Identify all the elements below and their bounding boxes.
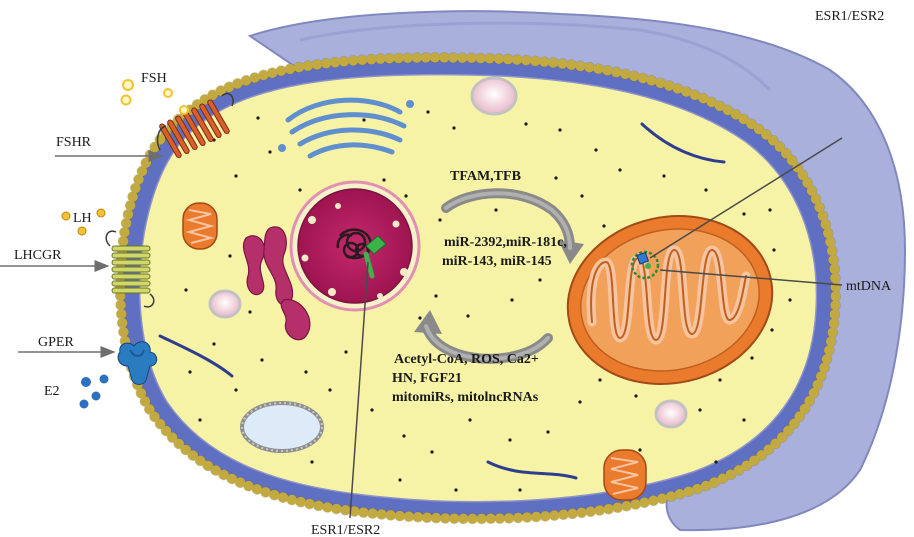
mitochondrion-small-left	[183, 203, 217, 249]
granule-dot	[524, 122, 527, 125]
granule-dot	[742, 212, 745, 215]
granule-dot	[468, 418, 471, 421]
mitochondrion-small-right	[604, 450, 646, 500]
granule-dot	[198, 418, 201, 421]
granule-dot	[452, 126, 455, 129]
granule-dot	[788, 298, 791, 301]
granule-dot	[662, 174, 665, 177]
granule-dot	[508, 438, 511, 441]
label-tfam-tfb: TFAM,TFB	[450, 169, 521, 184]
label-lhcgr: LHCGR	[14, 248, 62, 263]
granule-dot	[714, 460, 717, 463]
granule-dot	[594, 148, 597, 151]
granule-dot	[328, 388, 331, 391]
granule-dot	[234, 388, 237, 391]
granule-dot	[228, 254, 231, 257]
granule-dot	[598, 378, 601, 381]
granule-dot	[402, 434, 405, 437]
granule-dot	[304, 370, 307, 373]
label-fshr: FSHR	[56, 135, 92, 150]
granule-dot	[718, 378, 721, 381]
granule-dot	[558, 128, 561, 131]
label-esr-bottom: ESR1/ESR2	[311, 523, 380, 537]
vesicle-right	[656, 401, 686, 427]
granule-dot	[248, 310, 251, 313]
granule-dot	[438, 218, 441, 221]
granule-dot	[430, 450, 433, 453]
granule-dot	[298, 188, 301, 191]
label-mir-143-145: miR-143, miR-145	[442, 254, 552, 269]
granule-dot	[434, 294, 437, 297]
vacuole-bottom	[242, 403, 322, 451]
granule-dot	[510, 298, 513, 301]
granule-dot	[454, 488, 457, 491]
granule-dot	[398, 478, 401, 481]
granule-dot	[260, 358, 263, 361]
granule-dot	[554, 176, 557, 179]
granule-dot	[362, 118, 365, 121]
granule-dot	[494, 208, 497, 211]
granule-dot	[750, 356, 753, 359]
granule-dot	[370, 408, 373, 411]
label-mtdna: mtDNA	[846, 279, 892, 294]
granule-dot	[546, 430, 549, 433]
granule-dot	[618, 168, 621, 171]
label-esr-top: ESR1/ESR2	[815, 9, 884, 24]
granule-dot	[404, 194, 407, 197]
granule-dot	[466, 314, 469, 317]
label-hn-fgf21: HN, FGF21	[392, 371, 462, 386]
granule-dot	[742, 418, 745, 421]
granule-dot	[578, 400, 581, 403]
granule-dot	[426, 110, 429, 113]
vesicle-left	[210, 291, 240, 317]
label-lh: LH	[73, 211, 92, 226]
granule-dot	[184, 288, 187, 291]
e2-molecules	[80, 375, 109, 409]
granule-dot	[518, 488, 521, 491]
granule-dot	[268, 150, 271, 153]
granule-dot	[344, 350, 347, 353]
nucleus	[291, 182, 419, 310]
granule-dot	[704, 188, 707, 191]
granule-dot	[602, 224, 605, 227]
granule-dot	[538, 278, 541, 281]
granule-dot	[638, 448, 641, 451]
label-mir-2392-181c: miR-2392,miR-181c,	[444, 235, 567, 250]
granule-dot	[770, 328, 773, 331]
granule-dot	[772, 248, 775, 251]
granule-dot	[382, 178, 385, 181]
granule-dot	[188, 370, 191, 373]
granule-dot	[634, 394, 637, 397]
granule-dot	[234, 174, 237, 177]
granule-dot	[580, 194, 583, 197]
granule-dot	[418, 316, 421, 319]
granule-dot	[698, 408, 701, 411]
label-gper: GPER	[38, 335, 74, 350]
granule-dot	[212, 342, 215, 345]
granule-dot	[768, 208, 771, 211]
granule-dot	[310, 460, 313, 463]
granule-dot	[256, 116, 259, 119]
label-mitomirs: mitomiRs, mitolncRNAs	[392, 390, 539, 405]
label-e2: E2	[44, 384, 60, 399]
label-acetyl-coa: Acetyl-CoA, ROS, Ca2+	[394, 352, 539, 367]
vesicle-top	[472, 78, 516, 114]
label-fsh: FSH	[141, 71, 167, 86]
